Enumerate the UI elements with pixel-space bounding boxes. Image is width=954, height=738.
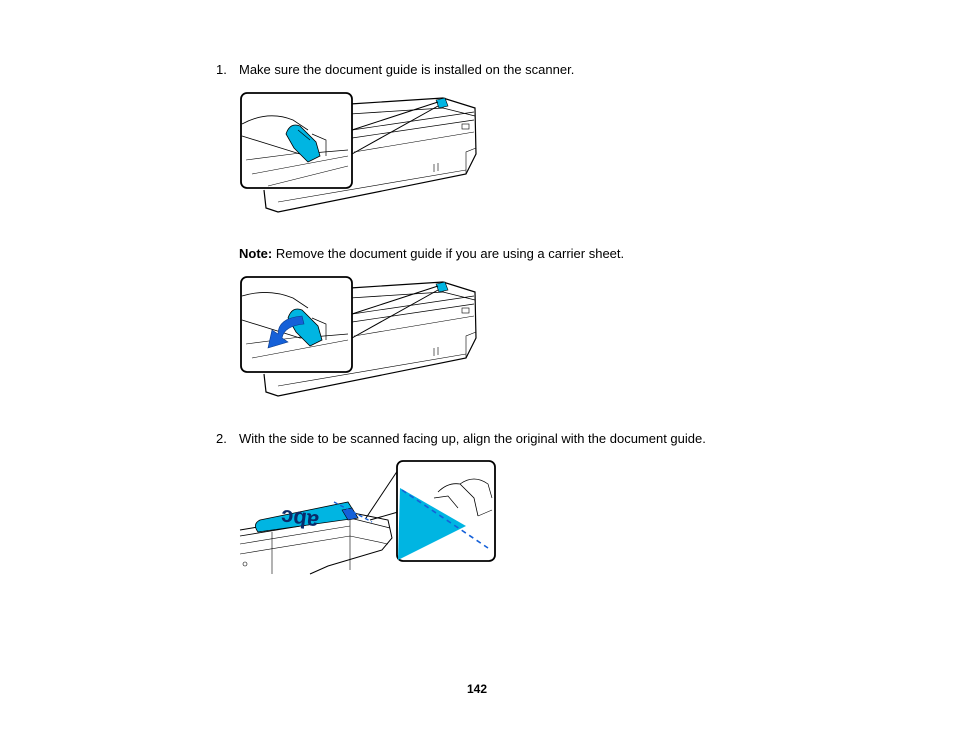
scanner-align-illustration: abc [239,460,496,575]
curved-arrow-icon [267,315,305,349]
figure-document-guide-installed [238,90,480,216]
note: Note: Remove the document guide if you a… [239,246,624,262]
step-2-number: 2. [216,431,227,446]
page-number: 142 [466,682,488,696]
figure-align-original: abc [238,458,498,576]
step-2-text: With the side to be scanned facing up, a… [239,431,706,446]
note-label: Note: [239,246,273,261]
figure-remove-document-guide [238,274,480,400]
scanner-illustration [240,92,477,213]
note-text: Remove the document guide if you are usi… [272,246,625,261]
step-1-number: 1. [216,62,227,77]
step-1-text: Make sure the document guide is installe… [239,62,575,77]
scanner-illustration-remove [240,276,477,397]
sheet-text: abc [279,505,320,535]
